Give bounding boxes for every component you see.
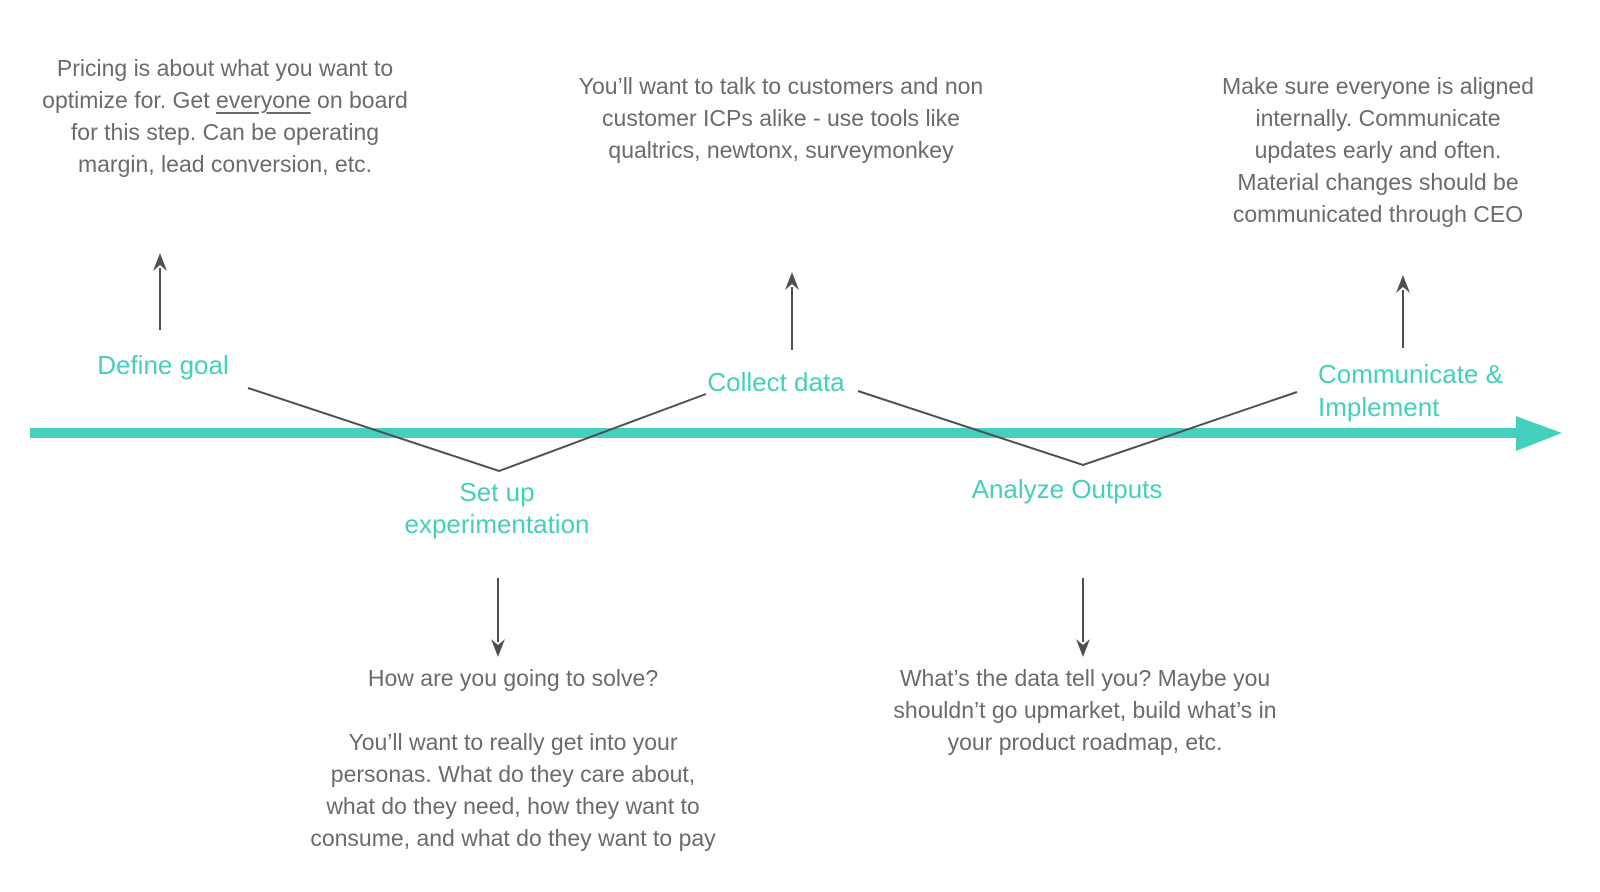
annotation-line: Material changes should be <box>1237 169 1519 195</box>
annotation-line: You’ll want to talk to customers and non <box>578 73 984 99</box>
connector-define-to-collect <box>247 387 707 473</box>
annotation-line: customer ICPs alike - use tools like <box>602 105 960 131</box>
annotation-spacer <box>278 694 748 726</box>
down-arrow-icon-analyze <box>1076 578 1090 657</box>
annotation-analyze-outputs: What’s the data tell you? Maybe you shou… <box>845 662 1325 758</box>
up-arrow-icon-collect-data <box>785 272 799 350</box>
annotation-define-goal: Pricing is about what you want to optimi… <box>8 52 442 180</box>
step-label-analyze-outputs: Analyze Outputs <box>971 474 1163 504</box>
annotation-line: your product roadmap, etc. <box>947 729 1223 755</box>
up-arrow-icon-communicate <box>1396 275 1410 348</box>
underlined-word: everyone <box>216 87 311 113</box>
up-arrow-icon-define-goal <box>153 253 167 330</box>
down-arrow-icon-set-up <box>491 578 505 657</box>
annotation-line: You’ll want to really get into your <box>348 729 678 755</box>
annotation-line: optimize for. Get everyone on board <box>42 87 408 113</box>
annotation-line: margin, lead conversion, etc. <box>77 151 373 177</box>
annotation-heading: How are you going to solve? <box>367 665 659 691</box>
step-label-communicate-implement: Communicate & Implement <box>1318 359 1503 422</box>
annotation-line: updates early and often. <box>1254 137 1502 163</box>
annotation-line: qualtrics, newtonx, surveymonkey <box>608 137 954 163</box>
step-label-collect-data: Collect data <box>707 367 845 397</box>
annotation-line: what do they need, how they want to <box>326 793 700 819</box>
annotation-line: Pricing is about what you want to <box>56 55 394 81</box>
annotation-line: personas. What do they care about, <box>330 761 696 787</box>
annotation-line: internally. Communicate <box>1255 105 1501 131</box>
annotation-line: What’s the data tell you? Maybe you <box>899 665 1271 691</box>
annotation-line: shouldn’t go upmarket, build what’s in <box>893 697 1277 723</box>
connector-collect-to-communicate <box>857 390 1298 467</box>
annotation-line: consume, and what do they want to pay <box>310 825 716 851</box>
annotation-line: communicated through CEO <box>1232 201 1524 227</box>
step-label-define-goal: Define goal <box>97 350 229 380</box>
annotation-communicate-implement: Make sure everyone is aligned internally… <box>1178 70 1578 230</box>
annotation-line: Make sure everyone is aligned <box>1222 73 1534 99</box>
timeline-arrow-icon <box>30 416 1562 451</box>
step-label-set-up-experimentation: Set up experimentation <box>404 477 590 539</box>
annotation-set-up-experimentation: How are you going to solve? You’ll want … <box>278 662 748 854</box>
annotation-collect-data: You’ll want to talk to customers and non… <box>535 70 1027 166</box>
annotation-line: for this step. Can be operating <box>70 119 380 145</box>
